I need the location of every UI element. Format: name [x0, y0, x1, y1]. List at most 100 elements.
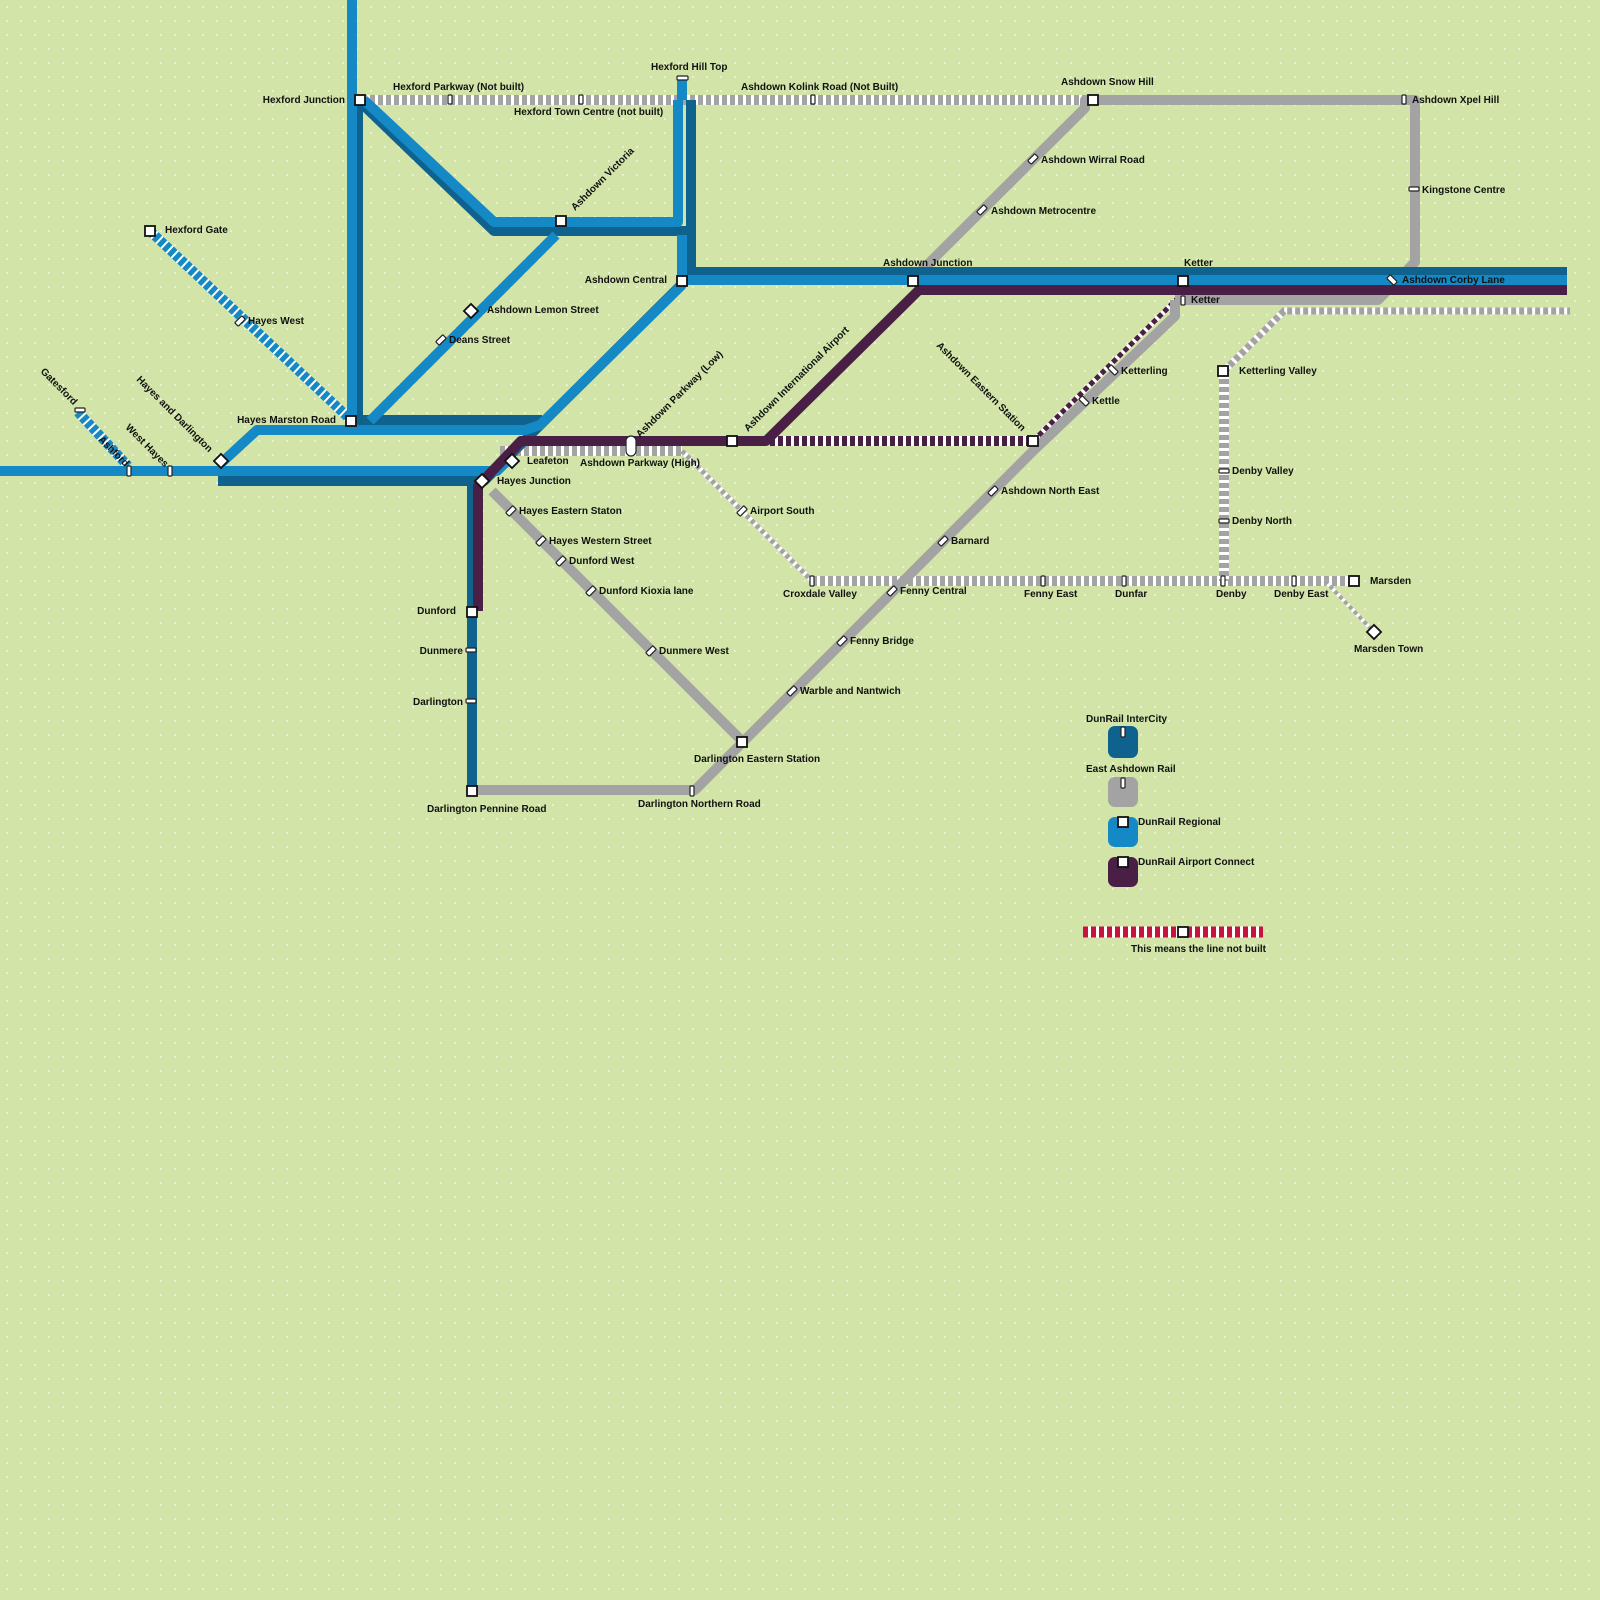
- label-dunfar: Dunfar: [1115, 589, 1147, 600]
- legend-intercity-tick: [1120, 726, 1126, 738]
- legend-intercity-swatch: [1108, 726, 1138, 758]
- label-ketter-lower: Ketter: [1191, 295, 1220, 306]
- label-hexford-parkway: Hexford Parkway (Not built): [393, 82, 524, 93]
- label-ketterling-valley: Ketterling Valley: [1239, 366, 1317, 377]
- station-hexford-hill-top[interactable]: [676, 75, 689, 81]
- label-croxdale-valley: Croxdale Valley: [783, 589, 857, 600]
- label-leafeton: Leafeton: [527, 456, 569, 467]
- station-ashdown-kolink-road[interactable]: [810, 94, 816, 105]
- grey-line-hayes-darlington: [488, 487, 746, 745]
- label-ashdown-parkway-low: Ashdown Parkway (Low): [634, 349, 725, 440]
- legend-airport-swatch: [1108, 857, 1138, 887]
- label-ashdown-xpel-hill: Ashdown Xpel Hill: [1412, 95, 1499, 106]
- station-dunmere[interactable]: [465, 647, 477, 653]
- station-barnard[interactable]: [937, 535, 949, 547]
- label-denby-valley: Denby Valley: [1232, 466, 1294, 477]
- station-ashdown-international-airport[interactable]: [726, 435, 738, 447]
- station-hexford-town-centre[interactable]: [578, 94, 584, 105]
- station-dunford-west[interactable]: [555, 555, 567, 567]
- station-darlington-eastern-station[interactable]: [736, 736, 748, 748]
- station-ketter-lower[interactable]: [1180, 295, 1186, 306]
- station-fenny-east[interactable]: [1040, 575, 1046, 587]
- station-hayes-and-darlington[interactable]: [212, 452, 230, 470]
- station-denby-north[interactable]: [1218, 518, 1230, 524]
- station-dunmere-west[interactable]: [645, 645, 657, 657]
- station-deans-street[interactable]: [435, 334, 447, 346]
- label-denby-north: Denby North: [1232, 516, 1292, 527]
- label-ashdown-corby-lane: Ashdown Corby Lane: [1402, 275, 1505, 286]
- label-darlington-northern-road: Darlington Northern Road: [638, 799, 761, 810]
- station-airport-south[interactable]: [736, 505, 748, 517]
- station-kingstone-centre[interactable]: [1408, 186, 1420, 192]
- label-ashdown-north-east: Ashdown North East: [1001, 486, 1100, 497]
- station-ashdown-metrocentre[interactable]: [976, 204, 988, 216]
- label-dunford: Dunford: [417, 606, 456, 617]
- station-ashdown-lemon-street[interactable]: [462, 302, 480, 320]
- station-hexford-parkway[interactable]: [447, 94, 453, 105]
- label-ketterling: Ketterling: [1121, 366, 1168, 377]
- station-darlington-pennine-road[interactable]: [466, 785, 478, 797]
- station-west-hayes[interactable]: [167, 465, 173, 477]
- label-hayes-eastern-staton: Hayes Eastern Staton: [519, 506, 622, 517]
- station-dunfar[interactable]: [1121, 575, 1127, 587]
- station-denby[interactable]: [1220, 575, 1226, 587]
- legend-intercity-label: DunRail InterCity: [1086, 714, 1168, 725]
- station-hayes-western-street[interactable]: [535, 535, 547, 547]
- label-darlington-pennine-road: Darlington Pennine Road: [427, 804, 546, 815]
- station-ashdown-junction[interactable]: [907, 275, 919, 287]
- station-kettle[interactable]: [1078, 395, 1090, 407]
- station-ashdown-snow-hill[interactable]: [1087, 94, 1099, 106]
- label-hexford-hill-top: Hexford Hill Top: [651, 62, 727, 73]
- station-croxdale-valley[interactable]: [809, 575, 815, 587]
- legend-not-built-label: This means the line not built: [1131, 944, 1267, 955]
- grey-line-snow-hill: [908, 95, 1420, 305]
- station-ashdown-wirral-road[interactable]: [1027, 153, 1039, 165]
- station-marsden-town[interactable]: [1365, 623, 1383, 641]
- label-darlington-eastern-station: Darlington Eastern Station: [694, 754, 820, 765]
- station-hayes-marston-road[interactable]: [345, 415, 357, 427]
- station-hexford-junction[interactable]: [354, 94, 366, 106]
- station-hexford-gate[interactable]: [144, 225, 156, 237]
- station-darlington-northern-road[interactable]: [689, 785, 695, 797]
- label-denby-east: Denby East: [1274, 589, 1329, 600]
- label-fenny-bridge: Fenny Bridge: [850, 636, 914, 647]
- station-denby-east[interactable]: [1291, 575, 1297, 587]
- station-ashdown-north-east[interactable]: [987, 485, 999, 497]
- legend-airport-station: [1117, 856, 1129, 868]
- station-leafeton[interactable]: [503, 452, 521, 470]
- intercity-line-hexford-victoria: [354, 96, 696, 236]
- station-hayes-eastern-staton[interactable]: [505, 505, 517, 517]
- station-ashdown-eastern-station[interactable]: [1027, 435, 1039, 447]
- station-dunford-kioxia-lane[interactable]: [585, 585, 597, 597]
- east-ashdown-rail-lines: [472, 95, 1420, 795]
- label-ashdown-wirral-road: Ashdown Wirral Road: [1041, 155, 1145, 166]
- station-ashford[interactable]: [126, 465, 132, 477]
- intercity-line-central: [686, 100, 1567, 277]
- station-fenny-central[interactable]: [886, 585, 898, 597]
- label-ashford: Ashford: [96, 434, 131, 469]
- station-hayes-junction[interactable]: [473, 472, 491, 490]
- station-ashdown-xpel-hill[interactable]: [1401, 94, 1407, 105]
- station-ketterling[interactable]: [1107, 364, 1119, 376]
- station-ashdown-victoria[interactable]: [555, 215, 567, 227]
- station-warble-and-nantwich[interactable]: [786, 685, 798, 697]
- station-marsden[interactable]: [1348, 575, 1360, 587]
- label-hayes-marston-road: Hayes Marston Road: [237, 415, 336, 426]
- station-ketterling-valley[interactable]: [1217, 365, 1229, 377]
- station-ashdown-parkway[interactable]: [625, 435, 637, 457]
- label-marsden-town: Marsden Town: [1354, 644, 1423, 655]
- label-dunford-kioxia-lane: Dunford Kioxia lane: [599, 586, 694, 597]
- station-ashdown-corby-lane[interactable]: [1386, 274, 1398, 286]
- label-dunford-west: Dunford West: [569, 556, 635, 567]
- station-darlington[interactable]: [465, 698, 477, 704]
- station-ashdown-central[interactable]: [676, 275, 688, 287]
- legend-east-ashdown-tick: [1120, 777, 1126, 789]
- station-fenny-bridge[interactable]: [836, 635, 848, 647]
- station-denby-valley[interactable]: [1218, 468, 1230, 474]
- station-dunford[interactable]: [466, 606, 478, 618]
- station-hayes-west[interactable]: [234, 315, 246, 327]
- station-ketter-upper[interactable]: [1177, 275, 1189, 287]
- station-gatesford[interactable]: [74, 407, 86, 413]
- label-ashdown-metrocentre: Ashdown Metrocentre: [991, 206, 1096, 217]
- label-hayes-west: Hayes West: [248, 316, 305, 327]
